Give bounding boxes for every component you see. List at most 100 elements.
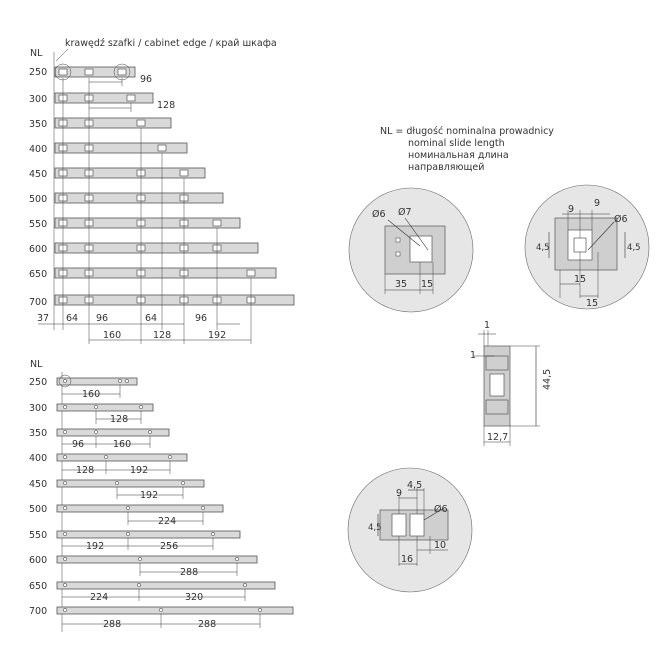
dim-160: 160 xyxy=(103,330,121,341)
bottom-dim: 192 xyxy=(130,465,148,476)
detail2-h45b: 4,5 xyxy=(627,243,641,253)
profile-t1b: 1 xyxy=(470,350,476,361)
bottom-rail-350 xyxy=(56,428,170,437)
bottom-dim: 256 xyxy=(160,541,178,552)
detail2-d9b: 9 xyxy=(594,198,600,209)
detail3-w16: 16 xyxy=(401,554,413,565)
detail3-d6: Ø6 xyxy=(434,504,448,515)
detail2-w15a: 15 xyxy=(574,274,586,285)
bottom-row-label: 700 xyxy=(29,606,47,617)
detail3-h45: 4,5 xyxy=(368,523,382,533)
bottom-dim: 224 xyxy=(90,592,108,603)
bottom-rail-550 xyxy=(56,530,241,539)
bottom-rail-650 xyxy=(56,581,276,590)
profile-height: 44,5 xyxy=(542,369,553,390)
bottom-row-label: 250 xyxy=(29,377,47,388)
nl-label-bottom: NL xyxy=(30,359,43,370)
bottom-row-label: 350 xyxy=(29,428,47,439)
bottom-rail-group: NL 250 300 350 400 450 500 550 600 650 7… xyxy=(29,359,294,632)
dim-96: 96 xyxy=(195,313,207,324)
top-row-label: 700 xyxy=(29,297,47,308)
top-rail-400 xyxy=(54,142,188,154)
bottom-rail-300 xyxy=(56,403,154,412)
top-row-label: 650 xyxy=(29,269,47,280)
top-rail-300 xyxy=(54,92,154,104)
top-rail-group: 250 300 350 400 450 500 550 600 650 700 xyxy=(29,63,295,344)
bottom-dim: 288 xyxy=(103,619,121,630)
slide-profile: 1 1 44,5 12,7 xyxy=(470,320,553,446)
top-row-label: 400 xyxy=(29,144,47,155)
profile-width: 12,7 xyxy=(487,432,508,443)
detail2-d6: Ø6 xyxy=(614,214,628,225)
detail3-w10: 10 xyxy=(434,540,446,551)
detail-circle-1: Ø6 Ø7 35 15 xyxy=(348,187,474,313)
top-guide-lines xyxy=(62,78,252,344)
bottom-dim: 128 xyxy=(76,465,94,476)
detail-circle-3: 4,5 9 Ø6 4,5 10 16 xyxy=(347,467,473,593)
nl-label-top: NL xyxy=(30,48,43,59)
top-row-label: 300 xyxy=(29,94,47,105)
top-rail-600 xyxy=(54,242,259,254)
dim-96-small: 96 xyxy=(140,74,152,85)
detail1-w15: 15 xyxy=(421,279,433,290)
legend-line: NL = długość nominalna prowadnicy xyxy=(380,126,554,137)
cabinet-edge-arrow xyxy=(55,48,69,62)
top-rail-700 xyxy=(54,294,295,306)
detail2-w15b: 15 xyxy=(586,298,598,309)
bottom-dim: 320 xyxy=(185,592,203,603)
legend-line: направляющей xyxy=(408,162,484,173)
detail3-d9: 9 xyxy=(396,488,402,499)
bottom-rail-500 xyxy=(56,504,224,513)
bottom-dim: 224 xyxy=(158,516,176,527)
cabinet-edge-label: krawędź szafki / cabinet edge / край шка… xyxy=(65,38,277,49)
bottom-rail-450 xyxy=(56,479,205,488)
top-row-label: 450 xyxy=(29,169,47,180)
bottom-dim: 288 xyxy=(198,619,216,630)
bottom-row-label: 450 xyxy=(29,479,47,490)
bottom-rail-700 xyxy=(56,606,294,615)
top-row-label: 600 xyxy=(29,244,47,255)
dim-128: 128 xyxy=(153,330,171,341)
top-rail-350 xyxy=(54,117,172,129)
bottom-row-label: 650 xyxy=(29,581,47,592)
top-row-label: 350 xyxy=(29,119,47,130)
dim-128-small: 128 xyxy=(157,100,175,111)
bottom-dim: 160 xyxy=(82,389,100,400)
bottom-row-label: 550 xyxy=(29,530,47,541)
detail1-d7: Ø7 xyxy=(398,207,412,218)
detail2-d9a: 9 xyxy=(568,204,574,215)
detail3-d45: 4,5 xyxy=(407,480,422,491)
profile-t1a: 1 xyxy=(484,320,490,331)
bottom-dim: 96 xyxy=(72,439,84,450)
top-rail-650 xyxy=(54,267,277,279)
bottom-row-label: 300 xyxy=(29,403,47,414)
detail1-w35: 35 xyxy=(395,279,407,290)
bottom-rail-250 xyxy=(56,377,138,386)
detail-marker-circle xyxy=(58,374,72,388)
detail1-d6: Ø6 xyxy=(372,209,386,220)
dim-37: 37 xyxy=(37,313,49,324)
top-row-label: 500 xyxy=(29,194,47,205)
dim-192: 192 xyxy=(208,330,226,341)
top-row-label: 250 xyxy=(29,67,47,78)
legend-line: номинальная длина xyxy=(408,150,509,161)
top-rail-550 xyxy=(54,217,241,229)
dim-64: 64 xyxy=(145,313,157,324)
legend: NL = długość nominalna prowadnicy nomina… xyxy=(380,126,554,173)
bottom-dim: 288 xyxy=(180,567,198,578)
bottom-rail-600 xyxy=(56,555,258,564)
bottom-row-label: 400 xyxy=(29,453,47,464)
bottom-dim: 192 xyxy=(140,490,158,501)
detail-circle-2: 9 9 Ø6 4,5 4,5 15 15 xyxy=(524,184,650,310)
bottom-row-label: 600 xyxy=(29,555,47,566)
bottom-row-label: 500 xyxy=(29,504,47,515)
legend-line: nominal slide length xyxy=(408,138,505,149)
detail2-h45a: 4,5 xyxy=(536,243,550,253)
dim-64: 64 xyxy=(66,313,78,324)
bottom-dim: 160 xyxy=(113,439,131,450)
dim-96: 96 xyxy=(96,313,108,324)
bottom-rail-holes xyxy=(63,379,262,612)
bottom-dim: 192 xyxy=(86,541,104,552)
bottom-dim: 128 xyxy=(110,414,128,425)
